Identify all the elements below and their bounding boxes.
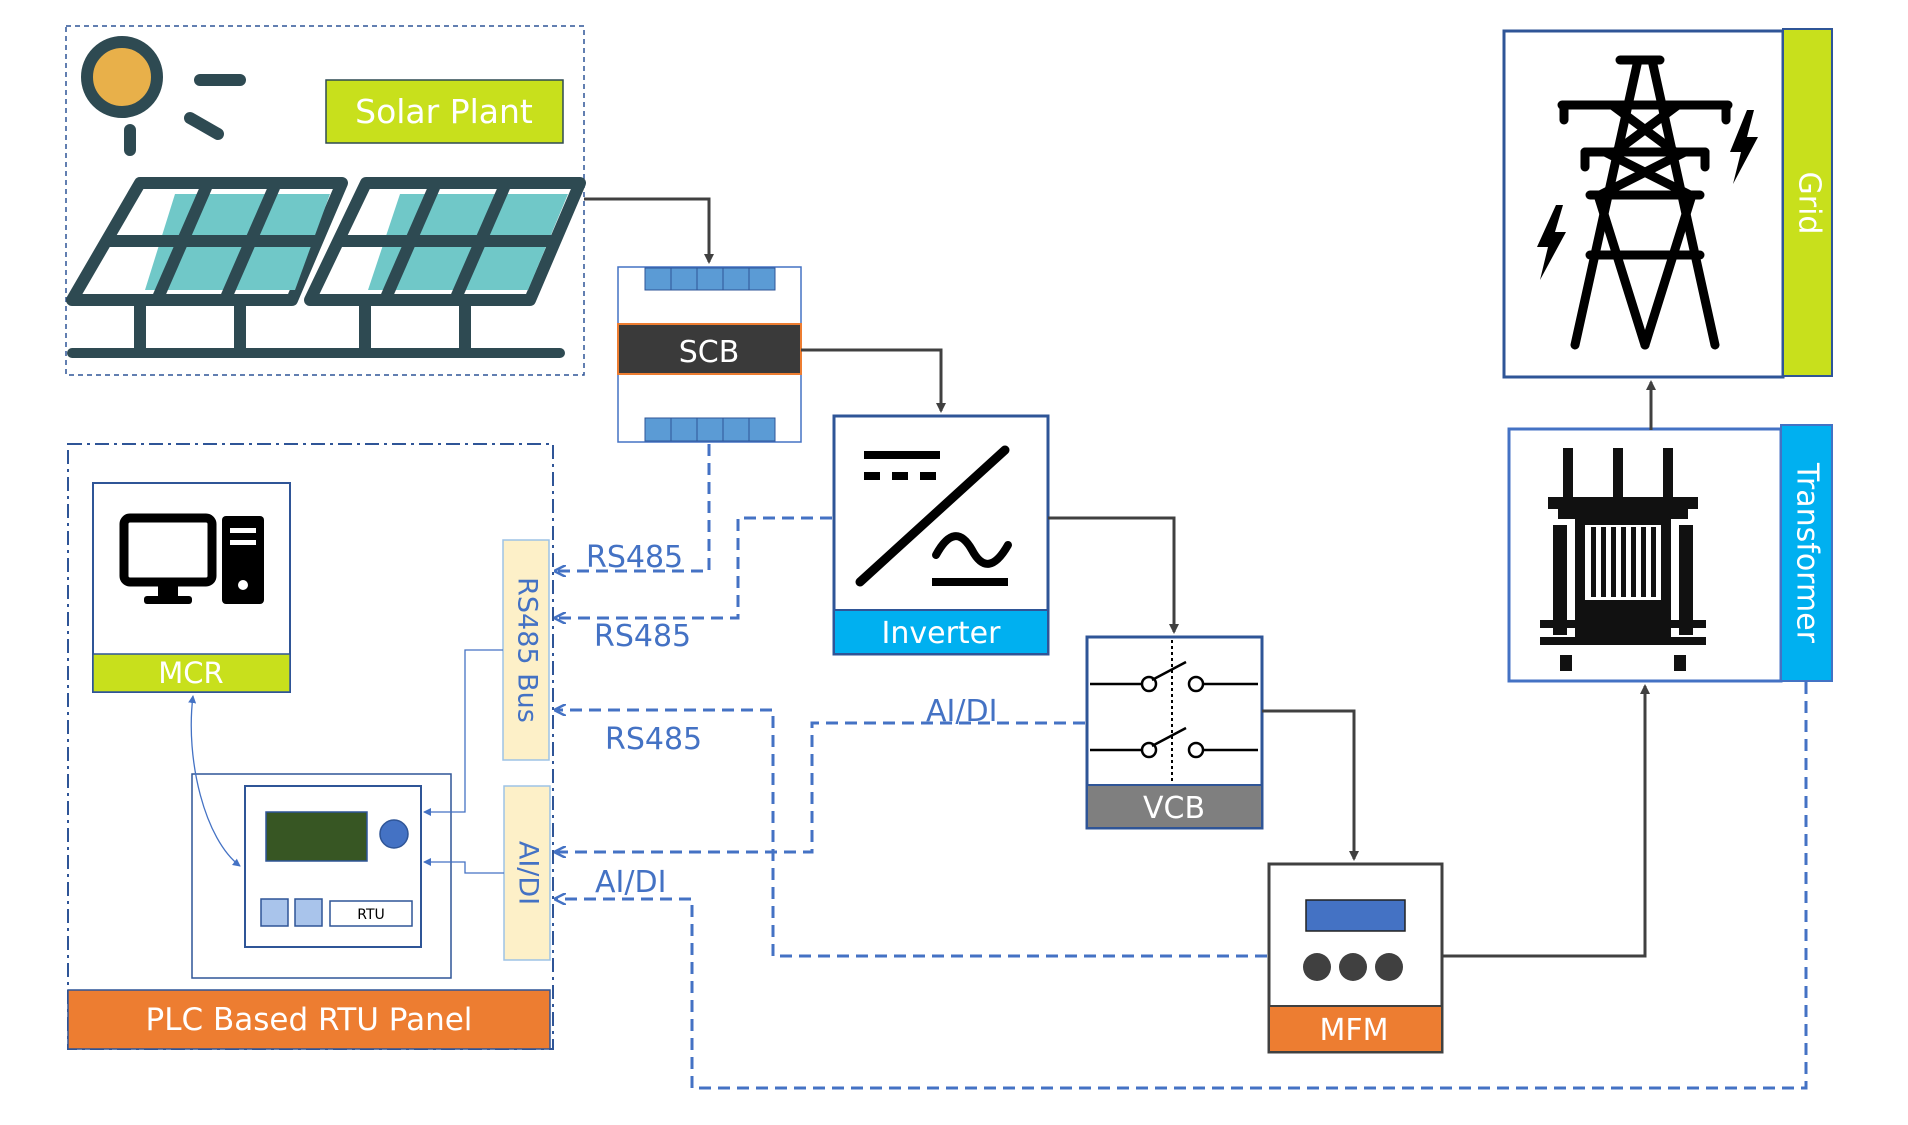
scb-bottom-terminals [644,417,776,442]
power-line-scb-inverter [801,348,946,413]
rs485-line-inverter [556,516,832,618]
sun-icon [81,36,246,156]
inverter-group: Inverter [832,414,1050,656]
scb-group: SCB [617,266,802,443]
rs485-mfm-label: RS485 [605,722,702,757]
aidi-to-rtu-link [423,858,504,874]
transmission-tower-icon [1557,55,1733,350]
power-line-vcb-mfm [1262,709,1359,861]
rs485-inverter-label: RS485 [594,619,691,654]
solar-plant-group: Solar Plant [65,25,586,376]
mcr-group: MCR [92,482,291,693]
mfm-display [1305,899,1406,932]
rs485-bus-label: RS485 Bus [512,577,543,723]
mfm-button [1339,953,1367,981]
solar-plant-label: Solar Plant [355,92,533,131]
vcb-label: VCB [1143,791,1205,826]
inverter-label: Inverter [882,616,1002,651]
rs485-line-mfm [556,710,1267,958]
ai-di-vcb-label: AI/DI [926,694,997,729]
lightning-icon [1537,110,1758,280]
ai-di-port-label: AI/DI [513,841,544,905]
ai-di-transformer-label: AI/DI [595,865,666,900]
communication-lines [556,444,1808,1090]
rtu-indicator [379,819,409,849]
vcb-switch-icon [1090,640,1258,782]
scb-label: SCB [679,335,740,370]
rtu-display [265,811,368,862]
rtu-panel-label: PLC Based RTU Panel [146,1002,473,1038]
link-labels: RS485 RS485 RS485 AI/DI AI/DI [586,540,997,900]
rtu-panel-group: MCR RTU RS485 Bus AI/DI PLC Based RTU Pa… [67,443,554,1050]
transformer-label: Transformer [1790,462,1825,644]
grid-label: Grid [1792,172,1827,235]
rs485-scb-label: RS485 [586,540,683,575]
power-line-solar-scb [584,197,714,264]
mfm-label: MFM [1319,1013,1388,1048]
rs485-line-scb [556,444,711,571]
inverter-dc-ac-icon [855,445,1012,587]
mfm-button [1303,953,1331,981]
power-line-inverter-vcb [1048,516,1179,634]
ai-di-line-transformer [556,682,1808,1090]
ai-di-port [503,785,551,961]
ai-di-line-vcb [556,721,1085,852]
grid-group: Grid [1502,28,1833,379]
rs485-bus [502,539,550,761]
power-flow-lines [584,197,1656,958]
transformer-group: Transformer [1507,424,1833,683]
computer-icon [119,513,264,604]
mfm-button [1375,953,1403,981]
mcr-label: MCR [158,656,223,690]
rtu-device: RTU [191,773,452,979]
mcr-rtu-link [188,695,241,867]
scb-top-terminals [644,267,776,291]
bus-to-rtu-link [423,649,503,816]
solar-panels-icon [66,177,586,358]
power-line-mfm-transformer [1442,684,1650,958]
transformer-icon [1540,448,1706,671]
mfm-group: MFM [1267,862,1444,1054]
rtu-label: RTU [357,907,385,923]
vcb-group: VCB [1085,635,1264,830]
